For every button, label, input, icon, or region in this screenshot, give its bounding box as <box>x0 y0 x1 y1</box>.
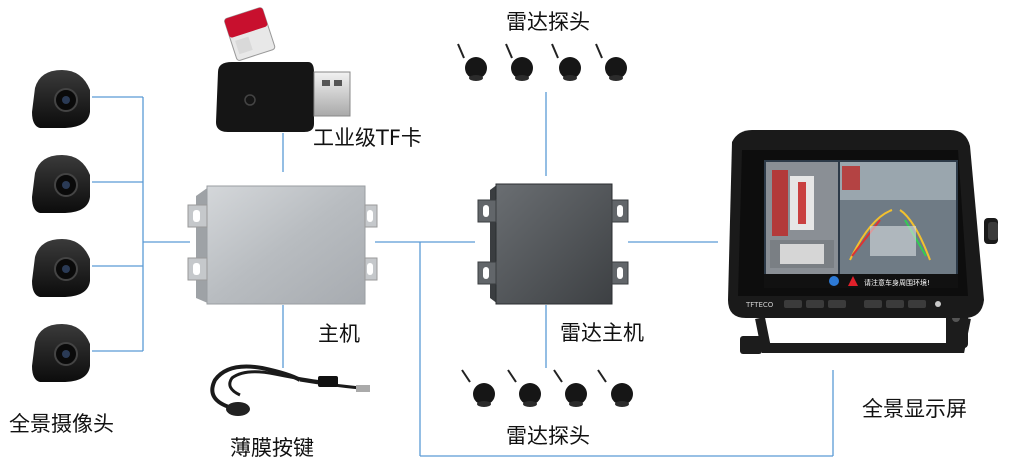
radar-probes-top <box>457 43 627 81</box>
main-unit-box <box>187 185 378 305</box>
tf-card-icon <box>224 7 276 61</box>
connector-lines <box>92 92 834 457</box>
label-radar-probes-bottom: 雷达探头 <box>506 424 590 448</box>
screen-notice: 请注意车身周围环境! <box>864 278 930 287</box>
label-membrane-button: 薄膜按键 <box>230 436 314 460</box>
camera-4 <box>32 324 90 382</box>
monitor-brand: TFTECO <box>745 301 774 309</box>
label-tf-card: 工业级TF卡 <box>313 126 422 150</box>
camera-3 <box>32 239 90 297</box>
label-main-unit: 主机 <box>318 322 360 346</box>
camera-1 <box>32 70 90 128</box>
label-panoramic-display: 全景显示屏 <box>862 397 967 421</box>
radar-probes-bottom <box>461 369 633 407</box>
radar-host-box <box>477 183 629 305</box>
usb-card-reader <box>216 62 351 132</box>
membrane-button-cable <box>210 364 370 416</box>
label-radar-probes-top: 雷达探头 <box>506 10 590 34</box>
label-cameras: 全景摄像头 <box>9 412 114 436</box>
display-monitor <box>728 130 998 354</box>
camera-2 <box>32 155 90 213</box>
label-radar-host: 雷达主机 <box>560 321 644 345</box>
